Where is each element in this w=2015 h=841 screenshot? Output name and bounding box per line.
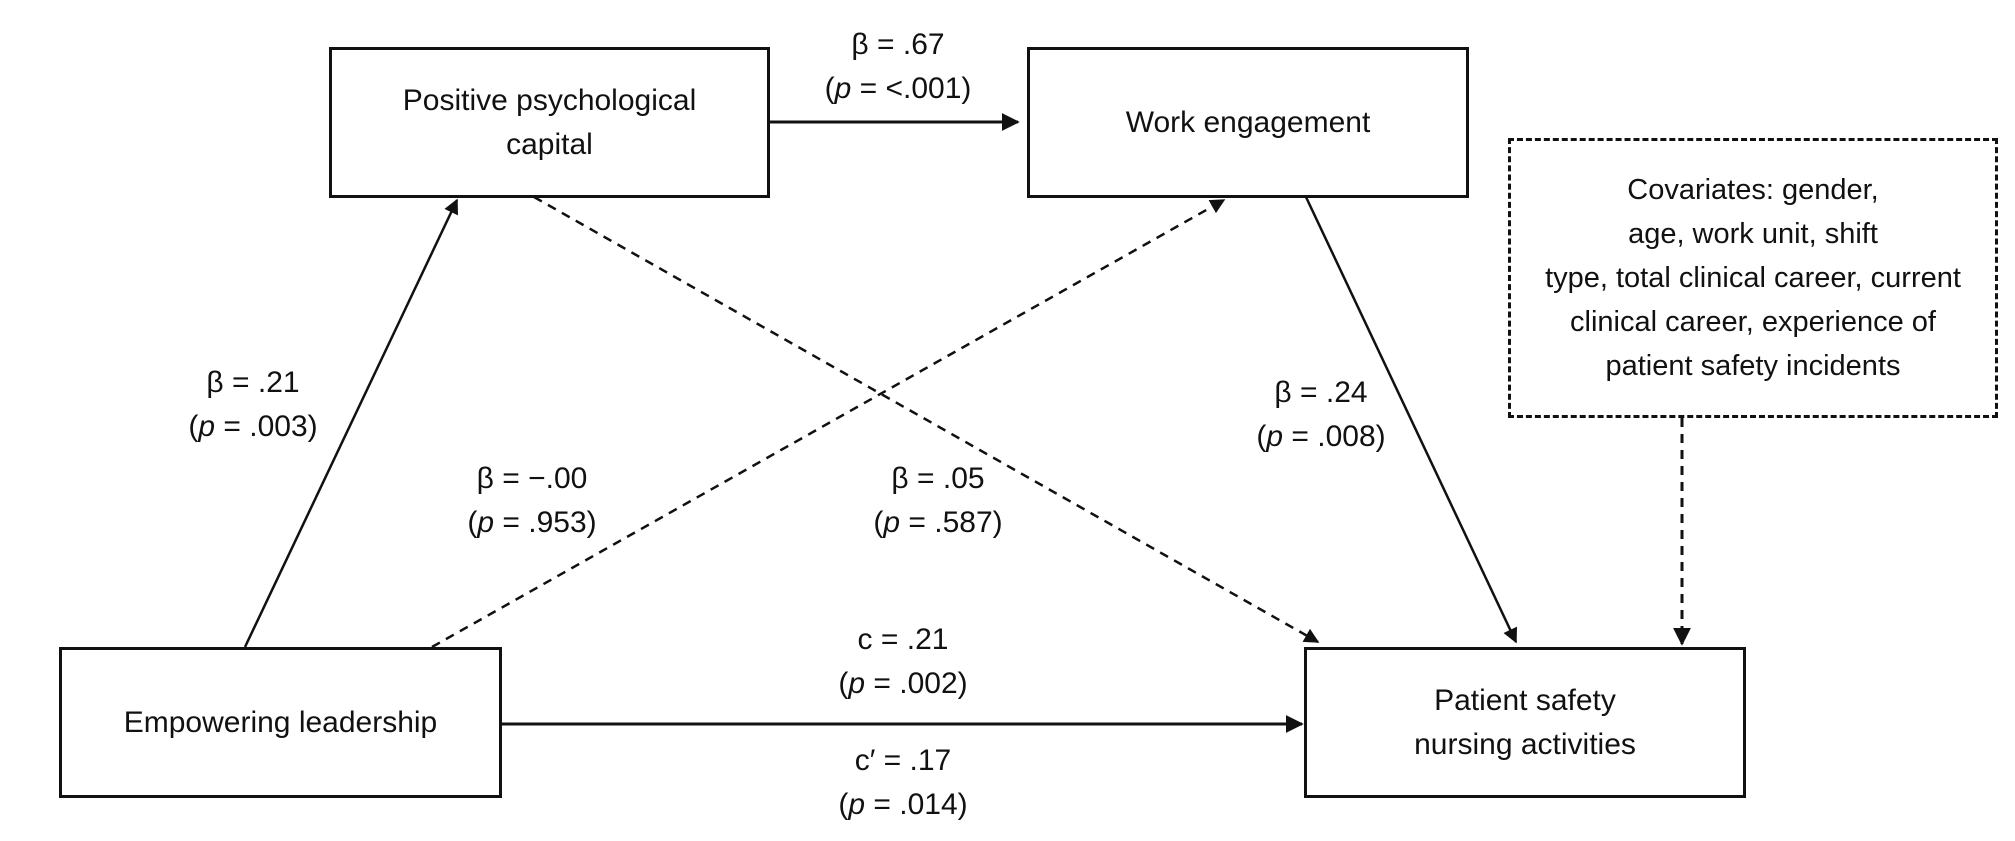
- coefficient-text: β = .05: [891, 462, 985, 495]
- arrow-engagement-to-safety: [1304, 196, 1518, 644]
- node-label-line: clinical career, experience of: [1570, 306, 1936, 338]
- node-label-line: nursing activities: [1414, 727, 1636, 761]
- arrow-leadership-to-engagement: [431, 198, 1226, 649]
- arrow-psycap-to-safety: [533, 195, 1320, 644]
- p-value-text: (p = .953): [467, 506, 597, 539]
- p-value-text: (p = .008): [1256, 420, 1386, 453]
- coefficient-text: β = .24: [1274, 376, 1368, 409]
- edge-label-direct-effect: c′ = .17 (p = .014): [838, 739, 967, 827]
- node-empowering-leadership: Empowering leadership: [59, 647, 502, 798]
- node-label-line: Empowering leadership: [123, 705, 438, 739]
- coefficient-text: β = −.00: [476, 462, 588, 495]
- p-value-text: (p = .002): [838, 667, 968, 700]
- node-label-line: patient safety incidents: [1605, 350, 1901, 382]
- coefficient-text: c′ = .17: [854, 744, 952, 777]
- node-label-line: type, total clinical career, current: [1545, 262, 1961, 294]
- node-label-line: age, work unit, shift: [1628, 218, 1878, 250]
- node-label-line: capital: [506, 127, 593, 161]
- coefficient-text: c = .21: [857, 623, 949, 656]
- p-value-text: (p = .587): [873, 506, 1003, 539]
- node-patient-safety-nursing-activities: Patient safety nursing activities: [1304, 647, 1746, 798]
- p-value-text: (p = .003): [188, 410, 318, 443]
- node-covariates: Covariates: gender, age, work unit, shif…: [1508, 138, 1998, 418]
- node-label-line: Patient safety: [1434, 683, 1616, 717]
- edge-label-leadership-to-psycap: β = .21 (p = .003): [188, 361, 317, 449]
- p-value-text: (p = .014): [838, 788, 968, 821]
- arrow-leadership-to-psycap: [243, 198, 459, 648]
- node-label-line: Positive psychological: [402, 83, 697, 117]
- edge-label-engagement-to-safety: β = .24 (p = .008): [1256, 371, 1385, 459]
- edge-label-leadership-to-engagement: β = −.00 (p = .953): [467, 457, 596, 545]
- edge-label-psycap-to-safety: β = .05 (p = .587): [873, 457, 1002, 545]
- edge-label-psycap-to-engagement: β = .67 (p = <.001): [825, 23, 972, 111]
- coefficient-text: β = .21: [206, 366, 300, 399]
- coefficient-text: β = .67: [851, 28, 945, 61]
- node-work-engagement: Work engagement: [1027, 47, 1469, 198]
- p-value-text: (p = <.001): [824, 72, 972, 105]
- node-label-line: Covariates: gender,: [1627, 174, 1879, 206]
- edge-label-total-effect: c = .21 (p = .002): [838, 618, 967, 706]
- node-label-line: Work engagement: [1125, 105, 1371, 139]
- node-positive-psychological-capital: Positive psychological capital: [329, 47, 770, 198]
